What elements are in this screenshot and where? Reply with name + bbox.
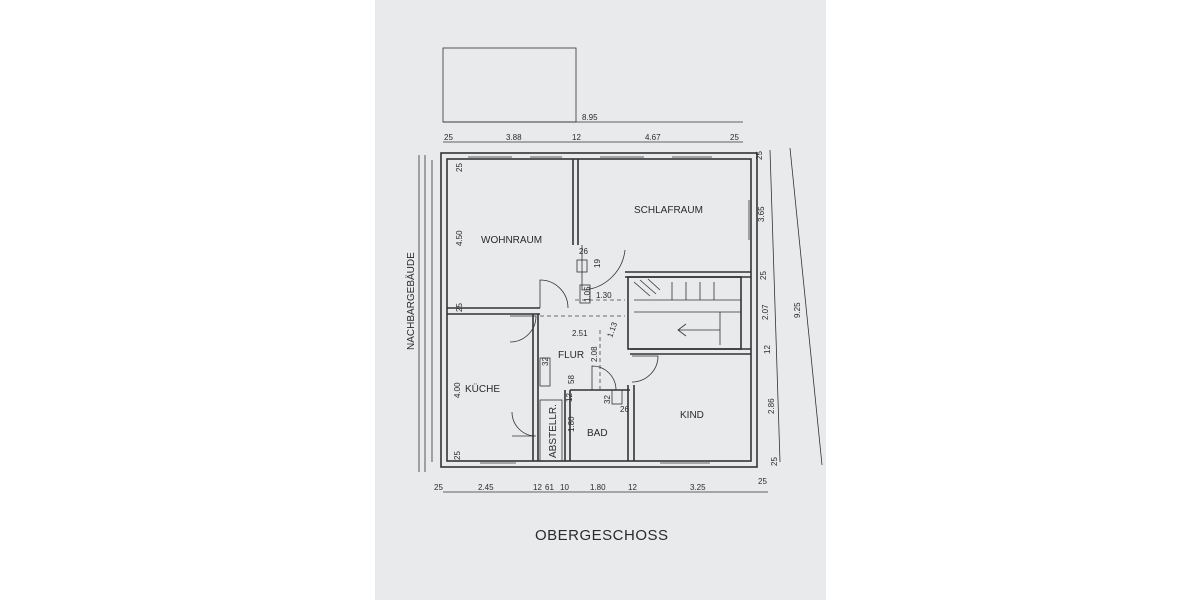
neighbor-building-label: NACHBARGEBÄUDE [405,252,417,350]
dim-top-left-wall: 25 [444,133,453,142]
dim-right-kind: 2.86 [767,398,776,414]
dim-inner-58: 58 [567,375,576,384]
room-abstellraum: ABSTELLR. [548,404,559,458]
dim-bottom-61: 61 [545,483,554,492]
dim-inner-32b: 32 [603,395,612,404]
room-bad: BAD [587,428,608,439]
dim-bottom-kind: 3.25 [690,483,706,492]
dim-right-bottom-wall: 25 [770,457,779,466]
dim-bottom-12b: 12 [628,483,637,492]
dim-inner-180: 1.80 [567,416,576,432]
room-kind: KIND [680,410,704,421]
dim-inner-251: 2.51 [572,329,588,338]
dim-bottom-bad: 1.80 [590,483,606,492]
door-swings [509,245,659,437]
dim-right-total: 9.25 [793,302,802,318]
dim-right-top-wall: 25 [755,151,764,160]
room-kueche: KÜCHE [465,383,500,395]
interior-walls [447,159,751,462]
outer-walls [440,152,758,468]
dim-inner-26b: 26 [620,405,629,414]
dim-inner-105: 1.05 [583,286,592,302]
plan-title: OBERGESCHOSS [535,527,669,544]
dim-right-25: 25 [759,271,768,280]
staircase [633,278,741,345]
dim-left-top-wall: 25 [455,163,464,172]
dim-inner-32: 32 [541,357,550,366]
room-schlafraum: SCHLAFRAUM [634,205,703,216]
dim-bottom-12a: 12 [533,483,542,492]
dim-inner-19: 19 [593,259,602,268]
dim-bottom-right-wall: 25 [758,477,767,486]
dim-right-schlaf: 3.65 [757,206,766,222]
dim-right-12: 12 [763,345,772,354]
room-flur: FLUR [558,350,584,361]
dim-inner-26: 26 [579,247,588,256]
dim-top-mid-wall: 12 [572,133,581,142]
dim-bottom-left-wall: 25 [434,483,443,492]
dim-inner-113: 1.13 [605,320,619,338]
dim-left-mid-wall: 25 [455,303,464,312]
dim-top-left-room: 3.88 [506,133,522,142]
dim-left-wohn: 4.50 [455,230,464,246]
neighbor-wall [418,155,426,472]
dim-total-width: 8.95 [582,113,598,122]
room-wohnraum: WOHNRAUM [481,235,542,246]
dim-inner-130: 1.30 [596,291,612,300]
dim-left-kueche: 4.00 [453,382,462,398]
dim-top-right-room: 4.67 [645,133,661,142]
dim-inner-208: 2.08 [590,346,599,362]
dim-right-207: 2.07 [761,304,770,320]
dim-bottom-10: 10 [560,483,569,492]
dim-top-right-wall: 25 [730,133,739,142]
dim-inner-12: 12 [565,393,574,402]
dim-left-bottom-wall: 25 [453,451,462,460]
dimension-lines [431,121,823,493]
balcony [442,47,577,123]
dim-bottom-kueche: 2.45 [478,483,494,492]
